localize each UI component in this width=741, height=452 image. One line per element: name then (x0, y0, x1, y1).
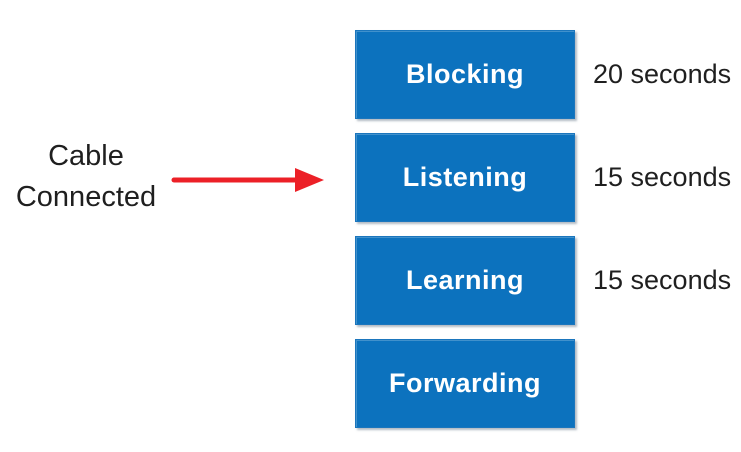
state-row-forwarding: Forwarding (355, 339, 731, 428)
cable-connected-label: Cable Connected (0, 136, 172, 218)
duration-label-listening: 15 seconds (593, 162, 732, 192)
cable-connected-arrow-icon (171, 168, 324, 192)
cable-connected-line1: Cable (48, 140, 124, 172)
duration-label-learning: 15 seconds (593, 265, 732, 295)
state-stack: Blocking 20 seconds Listening 15 seconds… (355, 30, 731, 428)
state-label-blocking: Blocking (405, 59, 524, 89)
state-label-forwarding: Forwarding (389, 368, 541, 398)
state-row-listening: Listening 15 seconds (355, 133, 731, 222)
state-box-learning: Learning (355, 236, 575, 325)
duration-label-blocking: 20 seconds (593, 59, 732, 89)
state-row-learning: Learning 15 seconds (355, 236, 731, 325)
state-row-blocking: Blocking 20 seconds (355, 30, 731, 119)
state-box-listening: Listening (355, 133, 575, 222)
state-box-blocking: Blocking (355, 30, 575, 119)
state-label-learning: Learning (405, 265, 524, 295)
state-label-listening: Listening (402, 162, 528, 192)
arrow-head (295, 168, 324, 192)
cable-connected-line2: Connected (15, 181, 157, 213)
state-box-forwarding: Forwarding (355, 339, 575, 428)
